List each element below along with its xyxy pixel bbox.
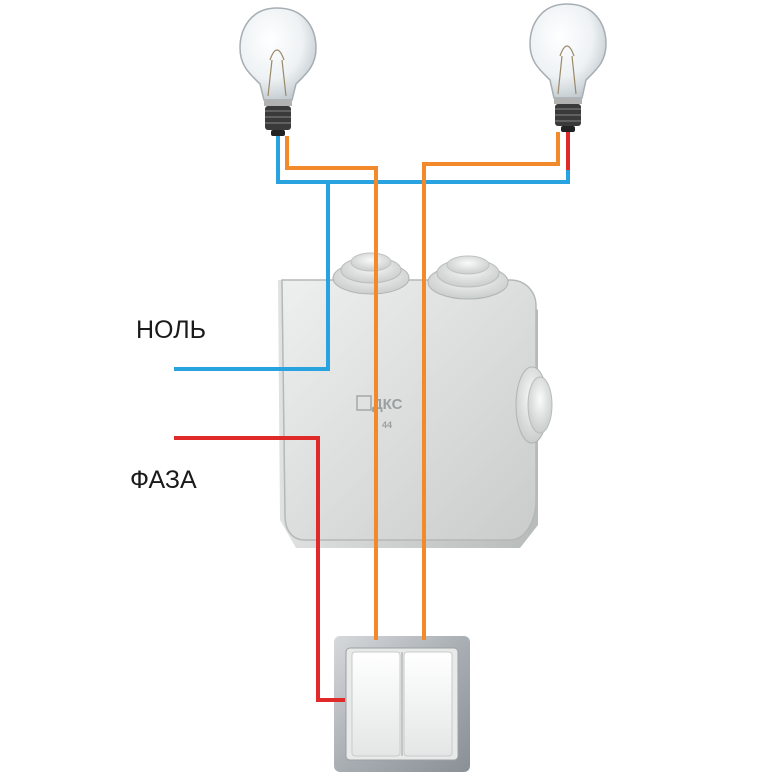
phase-label: ФАЗА: [130, 466, 197, 494]
light-bulb-icon: [239, 7, 317, 136]
double-switch-icon: [334, 636, 470, 772]
junction-box-icon: ДКС 44: [278, 252, 553, 548]
box-model-label: 44: [382, 420, 392, 430]
neutral-label: НОЛЬ: [136, 316, 206, 344]
box-brand-label: ДКС: [372, 396, 403, 413]
switched-wire-left: [285, 136, 378, 640]
phase-wire: [174, 132, 570, 702]
light-bulb-icon: [529, 3, 607, 132]
switched-wire-right: [422, 132, 560, 640]
